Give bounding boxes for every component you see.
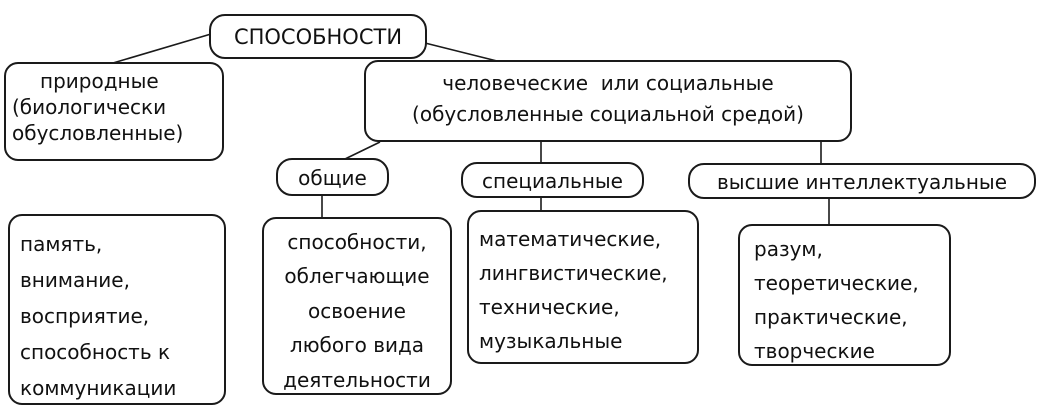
general-description-line: освоение: [308, 298, 406, 323]
natural-label-line-3: обусловленные): [12, 121, 184, 145]
special-example-item: математические,: [479, 227, 662, 251]
general-abilities-node: общие: [276, 158, 389, 196]
natural-label-line-2: (биологически: [12, 95, 167, 119]
social-abilities-node: человеческие или социальные (обусловленн…: [364, 60, 852, 142]
natural-label-line-1: природные: [40, 69, 159, 93]
natural-example-item: способность к: [20, 340, 171, 364]
higher-example-item: теоретические,: [754, 271, 919, 295]
natural-example-item: внимание,: [20, 268, 130, 292]
special-example-item: технические,: [479, 295, 620, 319]
natural-example-item: коммуникации: [20, 376, 177, 400]
higher-example-item: творческие: [754, 339, 875, 363]
general-description-box: способности, облегчающие освоение любого…: [262, 217, 452, 395]
general-description-line: облегчающие: [284, 264, 430, 289]
higher-label: высшие интеллектуальные: [717, 170, 1007, 194]
root-node-abilities: СПОСОБНОСТИ: [209, 14, 427, 59]
higher-examples-box: разум, теоретические, практические, твор…: [738, 224, 951, 366]
special-example-item: музыкальные: [479, 329, 623, 353]
special-example-item: лингвистические,: [479, 261, 668, 285]
natural-examples-box: память, внимание, восприятие, способност…: [8, 214, 226, 405]
general-description-line: деятельности: [283, 367, 431, 392]
general-description-line: способности,: [287, 230, 427, 254]
special-label: специальные: [482, 169, 623, 193]
higher-example-item: разум,: [754, 237, 823, 261]
connector-social-general: [344, 141, 381, 160]
social-label-line-1: человеческие или социальные: [442, 71, 774, 95]
connector-root-social: [424, 42, 498, 62]
general-description-line: любого вида: [289, 333, 425, 358]
special-abilities-node: специальные: [461, 162, 644, 198]
social-label-line-2: (обусловленные социальной средой): [412, 102, 804, 126]
connector-root-natural: [112, 33, 212, 64]
natural-abilities-node: природные (биологически обусловленные): [4, 62, 224, 161]
general-label: общие: [298, 166, 367, 190]
natural-example-item: восприятие,: [20, 304, 150, 328]
root-label: СПОСОБНОСТИ: [233, 25, 403, 49]
natural-example-item: память,: [20, 232, 103, 256]
higher-intellectual-abilities-node: высшие интеллектуальные: [688, 163, 1036, 199]
higher-example-item: практические,: [754, 305, 908, 329]
special-examples-box: математические, лингвистические, техниче…: [467, 210, 699, 364]
